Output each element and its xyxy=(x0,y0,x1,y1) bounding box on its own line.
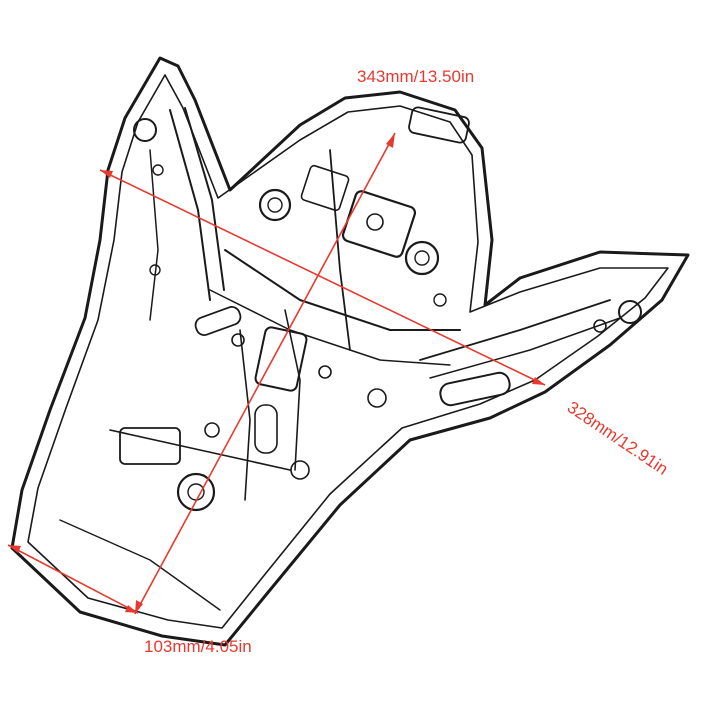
width-arrow-start xyxy=(100,170,113,178)
length-arrow-start xyxy=(386,133,395,148)
length-dimension-line xyxy=(134,132,396,615)
tip-arrow-end xyxy=(125,605,138,613)
dimension-lines xyxy=(7,132,546,615)
tip-dimension-line xyxy=(7,544,139,614)
tip-arrow-start xyxy=(8,545,21,553)
length-arrow-end xyxy=(135,600,143,614)
cowl-outline xyxy=(10,56,690,647)
width-dimension-line xyxy=(99,169,546,386)
length-dimension-label: 343mm/13.50in xyxy=(357,67,474,86)
tip-dimension-label: 103mm/4.05in xyxy=(144,637,252,656)
width-arrow-end xyxy=(532,377,545,385)
